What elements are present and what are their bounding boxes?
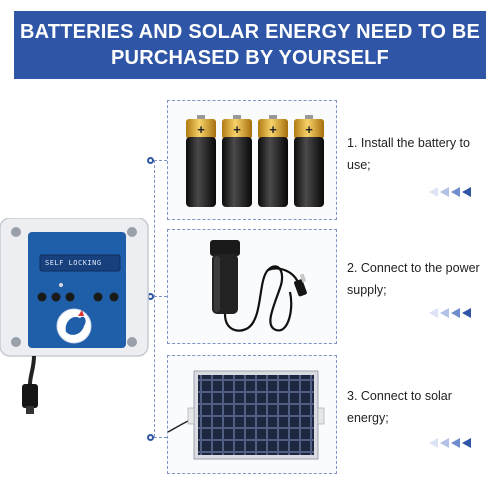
svg-text:+: + bbox=[269, 122, 277, 137]
svg-text:+: + bbox=[197, 122, 205, 137]
solar-panel-icon bbox=[167, 370, 325, 460]
power-adapter-image bbox=[210, 240, 307, 332]
svg-text:+: + bbox=[305, 122, 313, 137]
controller-device-icon bbox=[0, 218, 149, 414]
connector-dot-1 bbox=[147, 157, 154, 164]
decorative-arrows-icon bbox=[429, 187, 471, 197]
step-1-caption: 1. Install the battery to use; bbox=[347, 132, 492, 176]
battery-icon: + bbox=[294, 115, 324, 207]
device-lcd-text: SELF LOCKING bbox=[45, 259, 102, 267]
step-1-line-1: 1. Install the battery to bbox=[347, 136, 470, 150]
step-2-line-1: 2. Connect to the power bbox=[347, 261, 480, 275]
connector-bracket bbox=[154, 160, 156, 437]
step-2-caption: 2. Connect to the power supply; bbox=[347, 257, 492, 301]
banner: BATTERIES AND SOLAR ENERGY NEED TO BE PU… bbox=[14, 11, 486, 79]
connector-line-2 bbox=[154, 296, 167, 298]
svg-text:+: + bbox=[233, 122, 241, 137]
battery-icon: + bbox=[258, 115, 288, 207]
banner-line-2: PURCHASED BY YOURSELF bbox=[111, 47, 389, 69]
connector-line-3 bbox=[154, 437, 167, 439]
solar-panel-image bbox=[167, 370, 325, 460]
step-3-line-1: 3. Connect to solar bbox=[347, 389, 452, 403]
power-adapter-icon bbox=[210, 240, 307, 332]
battery-icon: + bbox=[222, 115, 252, 207]
panel-solar bbox=[167, 355, 337, 474]
battery-icon: + bbox=[186, 115, 216, 207]
batteries-image: + + + + bbox=[186, 115, 324, 207]
decorative-arrows-icon bbox=[429, 308, 471, 318]
decorative-arrows-icon bbox=[429, 438, 471, 448]
connector-dot-3 bbox=[147, 434, 154, 441]
banner-line-1: BATTERIES AND SOLAR ENERGY NEED TO BE bbox=[19, 21, 481, 43]
step-3-caption: 3. Connect to solar energy; bbox=[347, 385, 492, 429]
controller-device-image bbox=[0, 218, 149, 414]
panel-power-adapter bbox=[167, 229, 337, 344]
step-2-line-2: supply; bbox=[347, 283, 387, 297]
step-1-line-2: use; bbox=[347, 158, 371, 172]
connector-line-1 bbox=[154, 160, 167, 162]
panel-batteries: + + + + bbox=[167, 100, 337, 220]
step-3-line-2: energy; bbox=[347, 411, 389, 425]
